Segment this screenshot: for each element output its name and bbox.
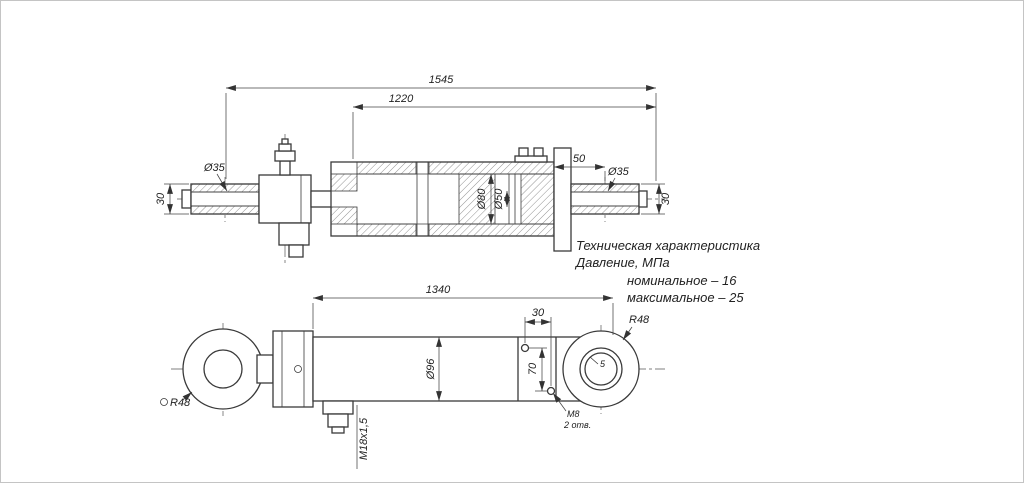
dim-left-eye-radius: R48 [170,397,191,409]
dim-holes-vertical: 70 [527,362,539,375]
clevis-flange-front [272,330,314,408]
left-eye-front [182,328,274,410]
label-hole-thread: M8 [567,409,580,419]
dim-bore-diameter: Ø80 [476,188,488,211]
clevis-rod-end [258,174,312,258]
mount-hole-lower [546,386,556,396]
technical-specs: Техническая характеристика Давление, МПа… [574,238,760,305]
label-hole-count: 2 отв. [563,420,591,430]
dim-left-eye-width: 30 [155,192,167,205]
dim-holes-horizontal: 30 [532,307,545,319]
dim-left-eye-diameter: Ø35 [203,162,226,174]
top-view-dimensions: 1545 1220 Ø35 30 Ø80 Ø50 50 Ø35 30 [155,74,672,224]
dim-right-eye-radius: R48 [629,314,650,326]
dim-cylinder-length: 1220 [389,93,414,105]
rear-cap-section [508,147,555,225]
dim-chamfer: 5 [600,359,606,369]
label-port-thread: М18х1,5 [358,417,370,460]
dim-plate-to-eye: 50 [573,153,586,165]
port-fitting [322,400,354,434]
right-eye-section [570,183,648,215]
specs-pressure-label: Давление, МПа [574,255,670,270]
specs-title: Техническая характеристика [576,238,760,253]
dim-rod-diameter: Ø50 [493,188,505,211]
dim-body-diameter: Ø96 [425,358,437,381]
mount-plate-section [553,147,572,252]
dim-body-length: 1340 [426,284,451,296]
bottom-view-dimensions: 1340 R48 30 70 M8 2 отв. Ø96 R48 5 М18х1… [160,284,650,469]
sphere-symbol-icon [160,398,168,406]
specs-nominal-pressure: номинальное – 16 [627,273,737,288]
specs-max-pressure: максимальное – 25 [627,290,744,305]
grease-fitting [274,138,296,176]
right-eye-front [562,330,640,408]
dim-right-eye-width: 30 [660,192,672,205]
dim-right-eye-diameter: Ø35 [607,166,630,178]
cylinder-tube-section [330,161,555,237]
bottom-view [182,328,640,434]
mount-hole-upper [520,343,530,353]
dim-overall-length: 1545 [429,74,454,86]
left-eye-section [181,183,260,215]
